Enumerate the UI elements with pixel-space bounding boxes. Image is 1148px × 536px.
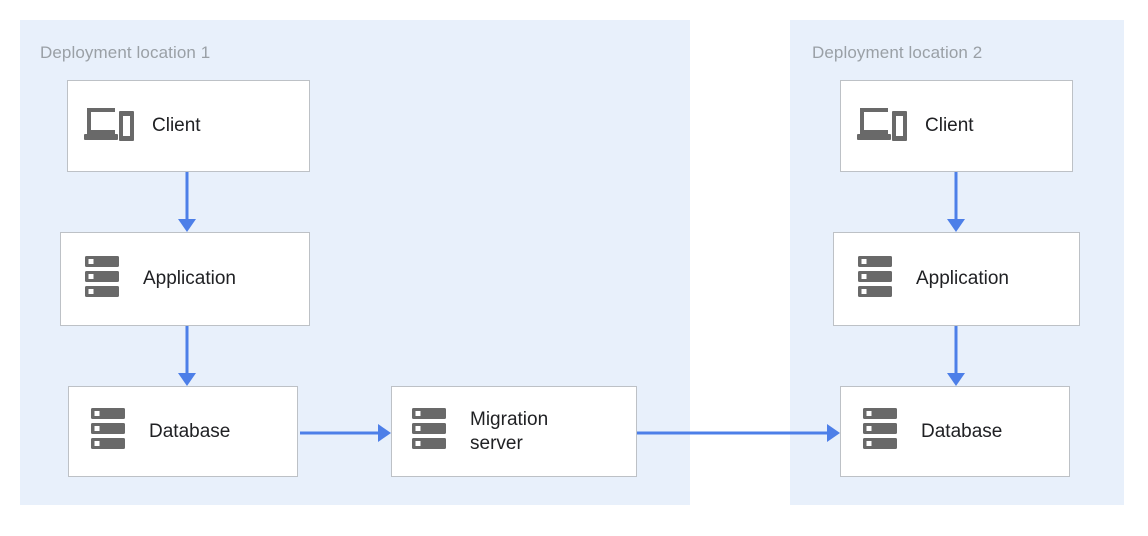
server-icon bbox=[85, 255, 119, 304]
edge-db1-migration bbox=[300, 424, 391, 442]
edge-migration-db2 bbox=[637, 424, 840, 442]
node-application-1[interactable]: Application bbox=[60, 232, 310, 326]
devices-icon bbox=[857, 104, 907, 149]
node-label: Migration server bbox=[470, 408, 549, 454]
deployment-zone-1-title: Deployment location 1 bbox=[40, 43, 211, 62]
devices-icon bbox=[84, 104, 134, 149]
node-label: Application bbox=[143, 268, 236, 289]
node-application-2[interactable]: Application bbox=[833, 232, 1080, 326]
node-label: Client bbox=[152, 115, 201, 136]
server-icon bbox=[91, 407, 125, 456]
node-client-1[interactable]: Client bbox=[67, 80, 310, 172]
server-icon bbox=[858, 255, 892, 304]
node-migration-server[interactable]: Migration server bbox=[391, 386, 637, 477]
deployment-zone-2-title: Deployment location 2 bbox=[812, 43, 983, 62]
edge-client1-app1 bbox=[178, 172, 196, 232]
node-label: Database bbox=[149, 420, 231, 442]
server-icon bbox=[412, 407, 446, 456]
edge-client2-app2 bbox=[947, 172, 965, 232]
node-label: Database bbox=[921, 420, 1003, 442]
server-icon bbox=[863, 407, 897, 456]
edge-app1-db1 bbox=[178, 326, 196, 386]
node-label: Application bbox=[916, 268, 1009, 289]
node-database-2[interactable]: Database bbox=[840, 386, 1070, 477]
node-label: Client bbox=[925, 115, 974, 136]
node-database-1[interactable]: Database bbox=[68, 386, 298, 477]
edge-app2-db2 bbox=[947, 326, 965, 386]
node-client-2[interactable]: Client bbox=[840, 80, 1073, 172]
